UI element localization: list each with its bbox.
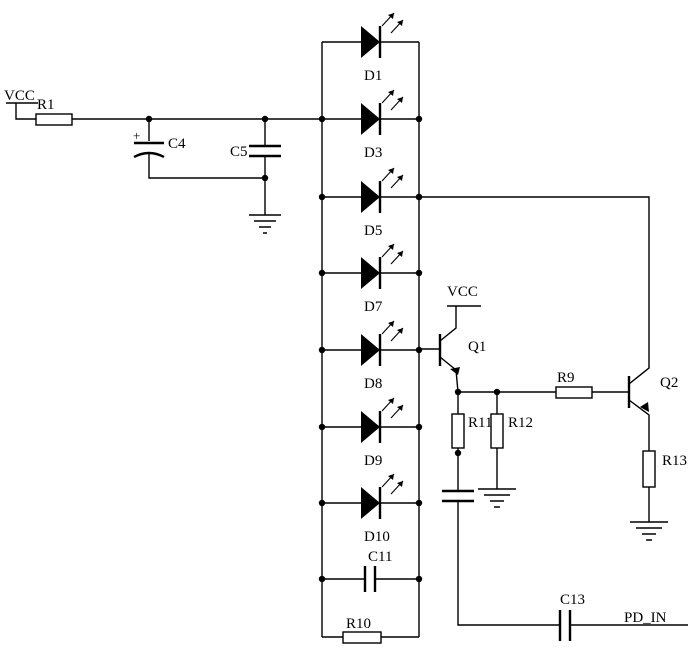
led-d3: D3: [318, 89, 423, 161]
ground-symbol-r12: [478, 488, 516, 508]
capacitor-c4: +: [133, 119, 265, 179]
r10-label: R10: [346, 616, 371, 632]
capacitor-coupling: [442, 489, 559, 626]
led-d7: D7: [318, 243, 423, 315]
diode-label-d5: D5: [364, 223, 382, 239]
diode-label-d7: D7: [364, 299, 383, 315]
r12-label: R12: [508, 415, 533, 431]
c11-label: C11: [368, 549, 392, 565]
resistor-r10: [322, 631, 419, 644]
led-d5: D5: [318, 167, 423, 239]
capacitor-c11: [318, 566, 423, 592]
vcc-label-q1: VCC: [447, 284, 478, 300]
diode-label-d8: D8: [364, 376, 382, 392]
r11-label: R11: [468, 415, 492, 431]
led-d1: D1: [322, 12, 419, 84]
resistor-r9: [555, 386, 593, 399]
c4-polarity-mark: +: [133, 128, 140, 143]
resistor-r13: [642, 450, 656, 488]
diode-label-d9: D9: [364, 453, 382, 469]
vcc-label-left: VCC: [4, 88, 35, 104]
c5-label: C5: [230, 144, 248, 160]
r1-label: R1: [37, 97, 55, 113]
ground-symbol-left: [249, 214, 281, 234]
transistor-q2: [419, 196, 650, 451]
led-d10: D10: [318, 473, 423, 545]
diode-label-d3: D3: [364, 145, 382, 161]
diode-label-d10: D10: [364, 529, 390, 545]
led-d9: D9: [318, 397, 423, 469]
q2-label: Q2: [660, 375, 678, 391]
led-d8: D8: [318, 320, 423, 392]
r13-label: R13: [662, 453, 687, 469]
transistor-q1: [419, 305, 481, 393]
input-section: VCC R1 + C4 C5: [4, 88, 322, 234]
resistor-r1: [35, 113, 73, 126]
c13-label: C13: [560, 592, 585, 608]
q1-label: Q1: [468, 339, 486, 355]
capacitor-c5: [249, 119, 281, 215]
resistor-r11: [451, 413, 465, 449]
ground-symbol-q2: [630, 521, 668, 541]
r9-label: R9: [557, 370, 575, 386]
resistor-r12: [490, 413, 504, 449]
diode-label-d1: D1: [364, 68, 382, 84]
capacitor-c13: [558, 610, 688, 641]
pd-in-label: PD_IN: [624, 610, 667, 626]
c4-label: C4: [168, 136, 186, 152]
